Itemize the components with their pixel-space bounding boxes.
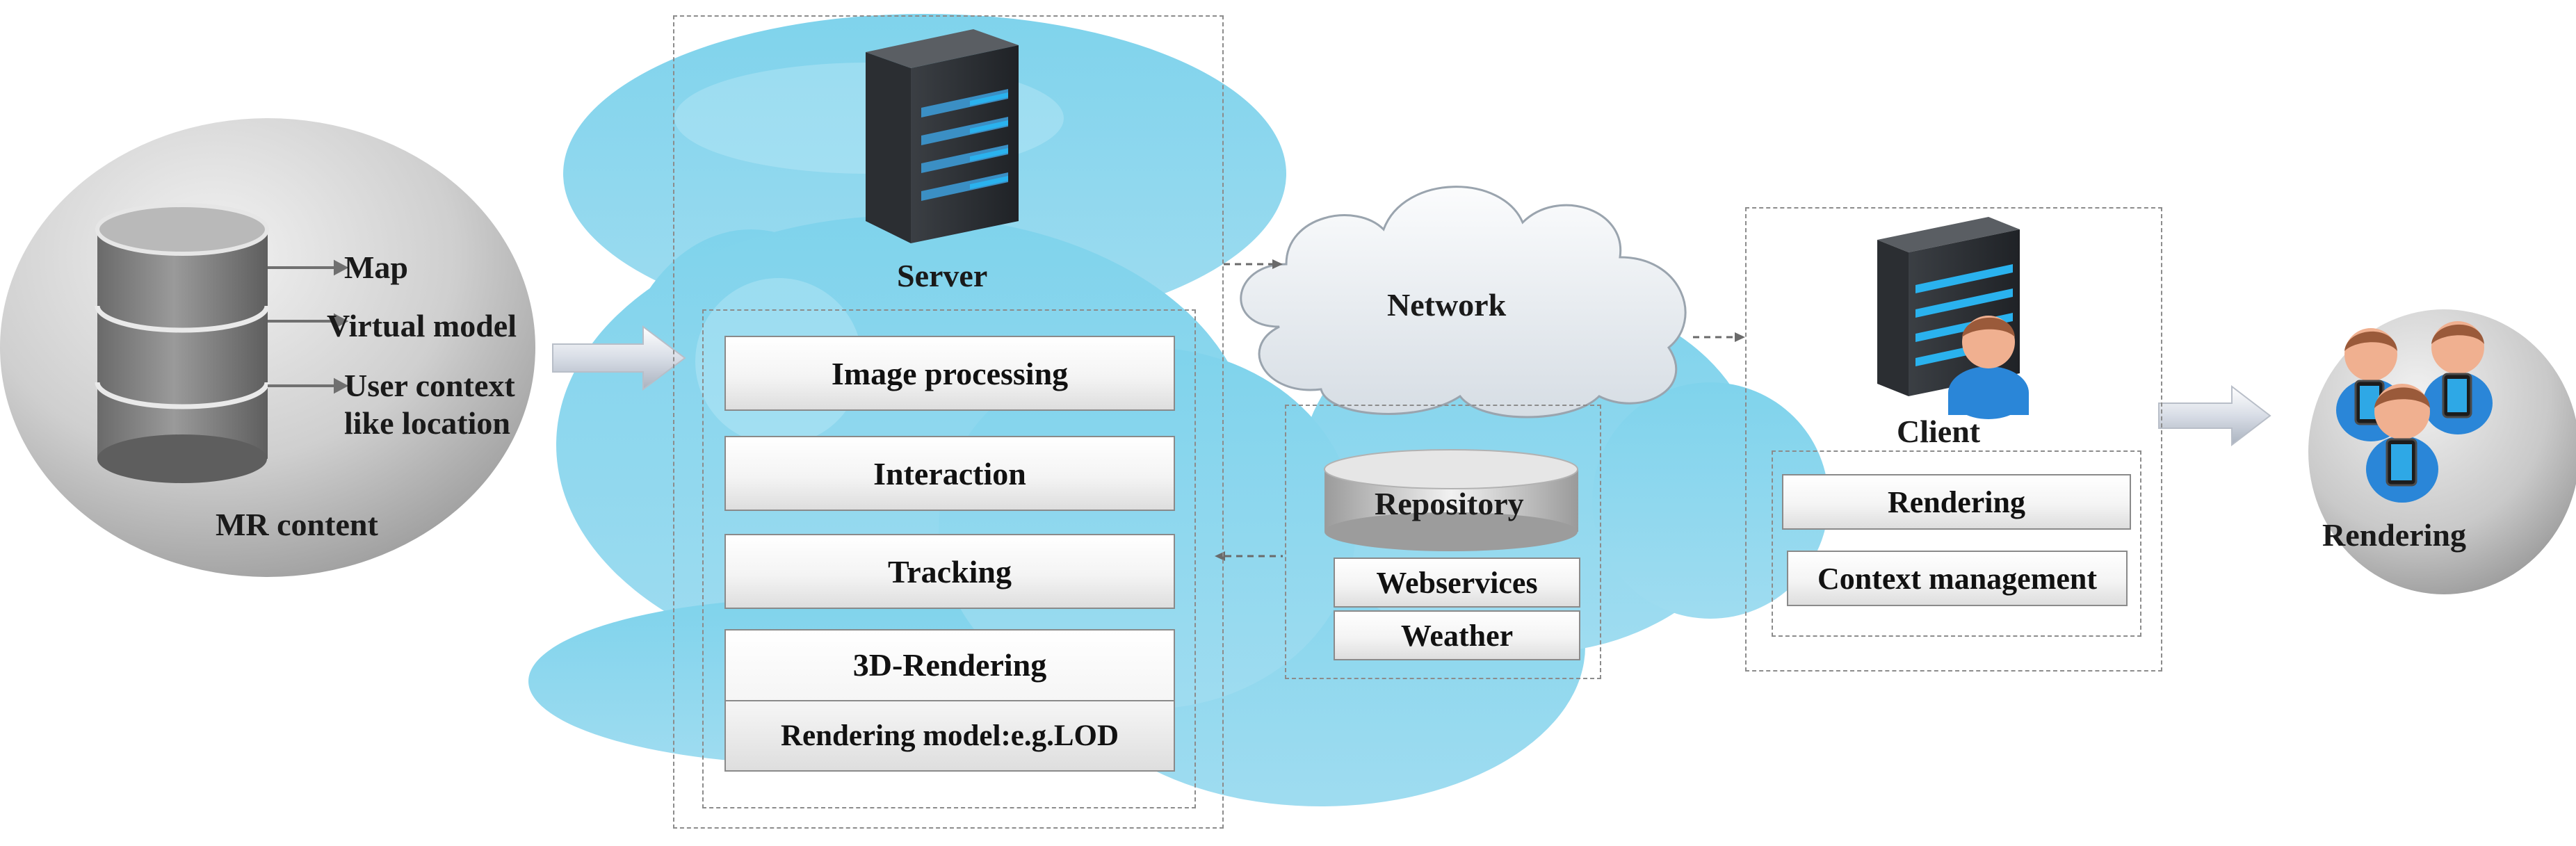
rendering-model-label: Rendering model:e.g.LOD (780, 719, 1119, 752)
client-module-rendering: Rendering (1782, 474, 2131, 530)
arrow-client-to-output (2158, 384, 2271, 447)
repository-title: Repository (1375, 486, 1524, 521)
output-title: Rendering (2322, 517, 2466, 553)
module-3d-rendering: 3D-Rendering Rendering model:e.g.LOD (724, 629, 1175, 772)
3d-rendering-title: 3D-Rendering (726, 631, 1174, 701)
server-outer-frame (673, 15, 1224, 829)
server-icon (866, 29, 1019, 243)
module-tracking: Tracking (724, 534, 1175, 609)
mr-content-title: MR content (216, 507, 378, 542)
arrow-mr-to-server (552, 325, 686, 391)
server-modules-frame (702, 309, 1196, 808)
module-image-processing: Image processing (724, 336, 1175, 411)
mr-item-virtual-model: Virtual model (327, 308, 517, 343)
mr-item-user-context-line2: like location (344, 405, 510, 441)
network-cloud (1240, 186, 1687, 418)
service-webservices: Webservices (1334, 558, 1580, 608)
client-outer-frame (1745, 207, 2162, 672)
users-with-tablets-icon (2336, 321, 2493, 503)
repository-cylinder-icon (1324, 449, 1578, 551)
server-title: Server (897, 258, 988, 293)
module-interaction: Interaction (724, 436, 1175, 511)
client-modules-frame (1772, 450, 2141, 637)
client-server-icon (1877, 217, 2029, 419)
mr-item-map: Map (344, 250, 408, 285)
service-weather: Weather (1334, 610, 1580, 660)
repository-frame (1285, 405, 1601, 679)
client-module-context-management: Context management (1787, 551, 2128, 606)
database-icon (95, 203, 270, 483)
network-title: Network (1387, 287, 1507, 323)
client-title: Client (1897, 414, 1981, 449)
mr-item-user-context-line1: User context (344, 368, 515, 403)
